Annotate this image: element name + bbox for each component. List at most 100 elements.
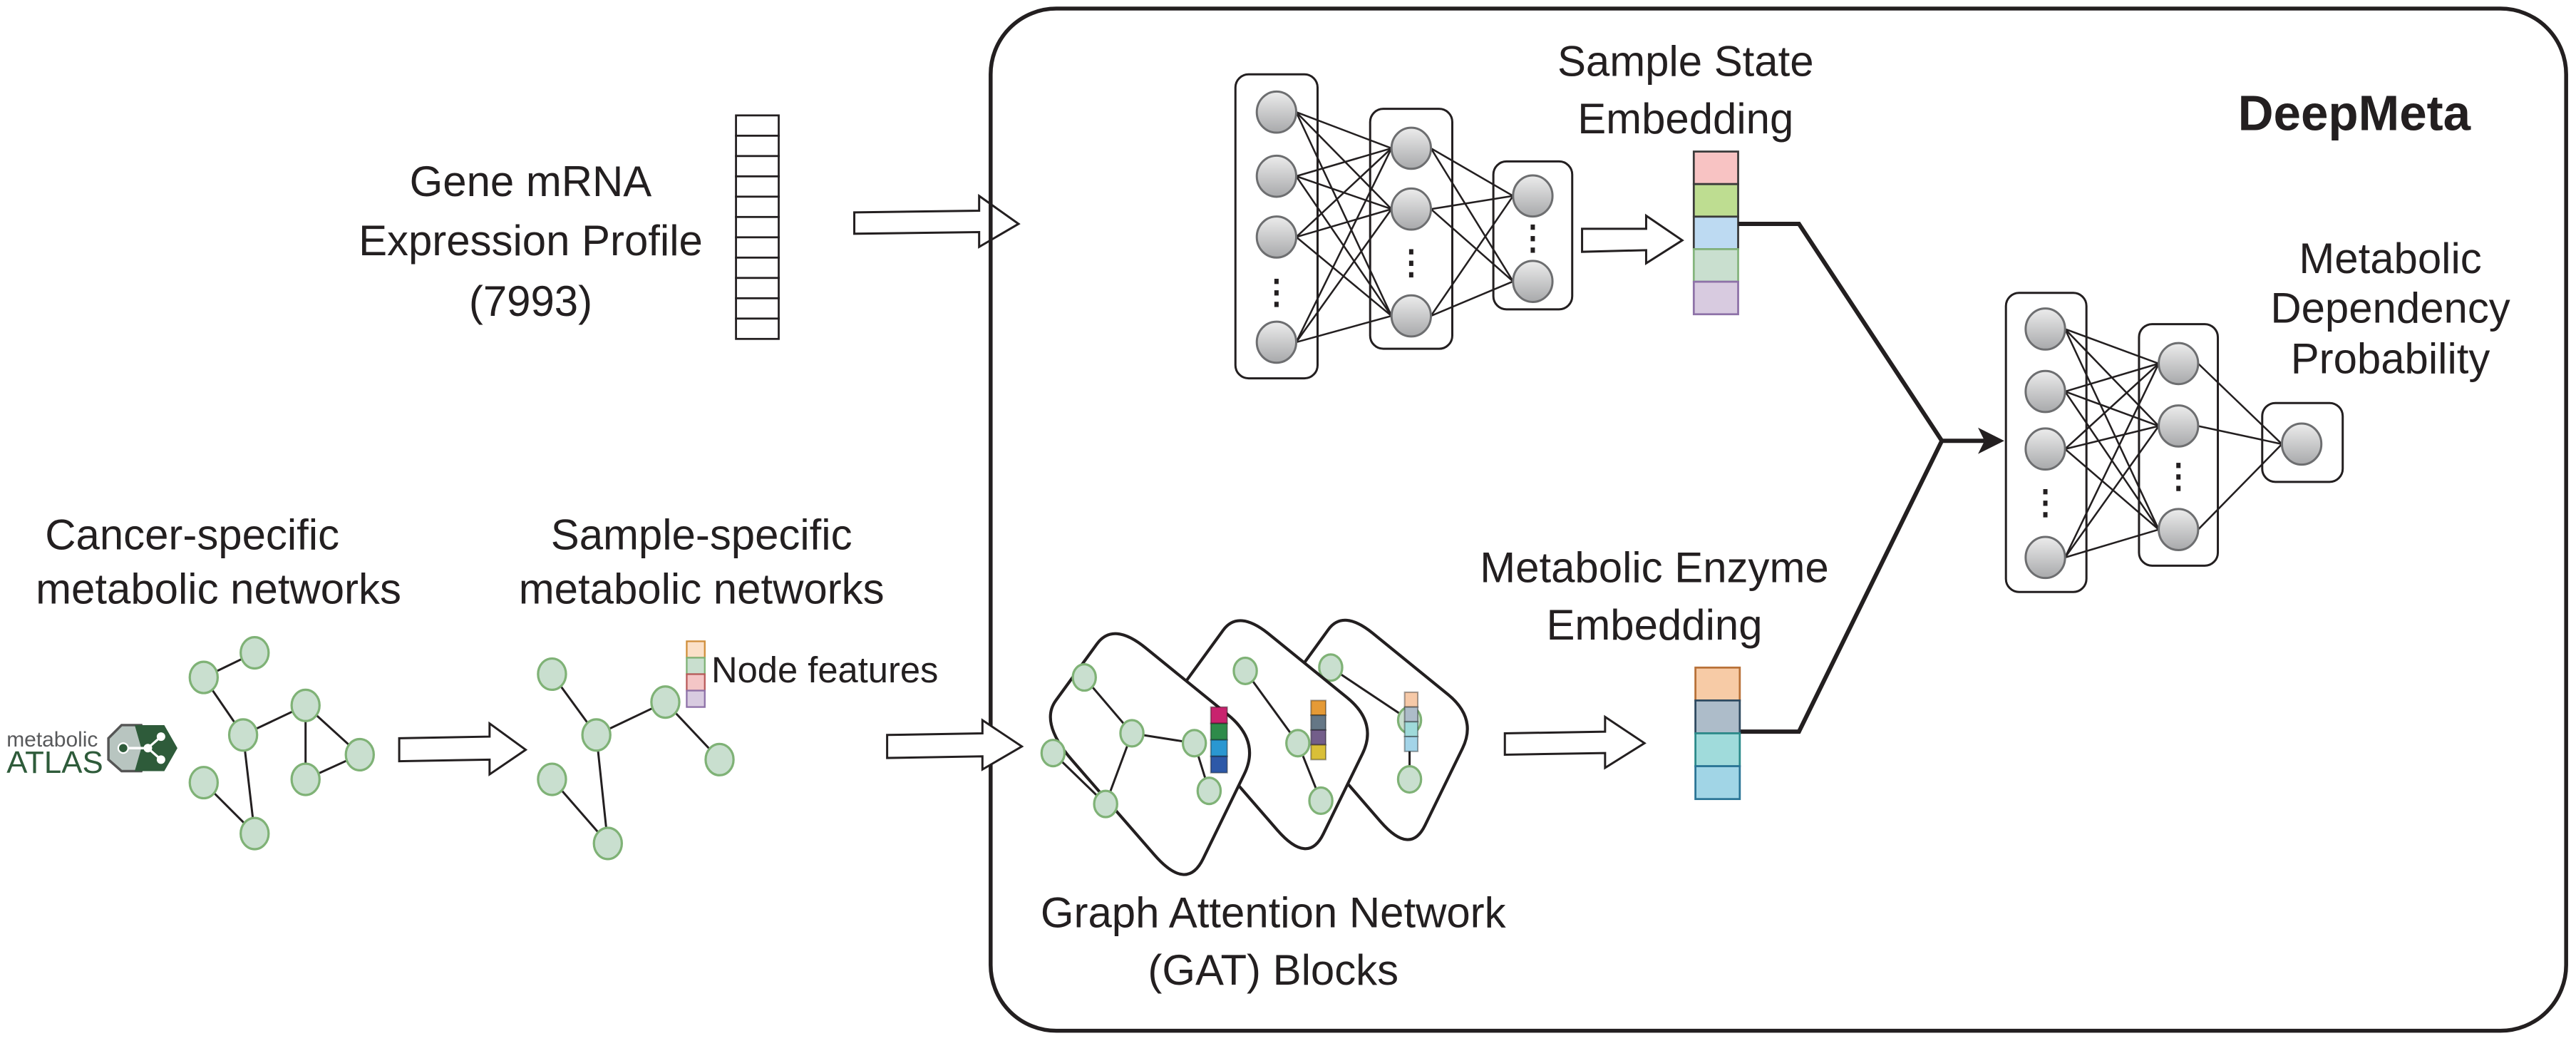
enzyme-embedding-cell bbox=[1694, 699, 1741, 734]
mlp-edges bbox=[2064, 328, 2283, 559]
output-label-line-3: Probability bbox=[2291, 335, 2490, 383]
neuron bbox=[2158, 404, 2200, 448]
graph-node bbox=[1318, 653, 1344, 682]
expression-profile-label: Gene mRNA Expression Profile (7993) bbox=[359, 158, 703, 325]
node-features-vector bbox=[686, 640, 706, 708]
mlp-connection bbox=[2064, 448, 2160, 530]
graph-edge bbox=[595, 734, 609, 844]
mlp-connection bbox=[2064, 363, 2160, 558]
gat-feature-cell bbox=[1210, 722, 1228, 741]
gat-feature-cell bbox=[1403, 736, 1419, 752]
neuron bbox=[2024, 369, 2066, 414]
encoder-to-embedding-arrow bbox=[1581, 213, 1684, 266]
mlp-layer-box bbox=[1234, 73, 1319, 380]
gat-feature-cell bbox=[1310, 699, 1327, 717]
gat-feature-cell bbox=[1403, 721, 1419, 738]
cancer-specific-network-graph bbox=[188, 635, 375, 851]
graph-node bbox=[650, 685, 681, 719]
graph-node bbox=[290, 688, 321, 722]
graph-node bbox=[1285, 729, 1311, 758]
gat-feature-cell bbox=[1310, 744, 1327, 761]
mlp-layer-box bbox=[2261, 401, 2344, 483]
gat-block-3 bbox=[1284, 618, 1469, 841]
cancer-to-sample-arrow bbox=[398, 721, 528, 776]
neuron bbox=[2158, 508, 2200, 551]
mrna-vector-cell bbox=[735, 297, 780, 320]
mlp-connection bbox=[1296, 111, 1392, 150]
sample-embedding-cell bbox=[1692, 280, 1739, 316]
ellipsis-dot bbox=[1530, 224, 1535, 230]
gat-feature-cell bbox=[1403, 691, 1419, 708]
mlp-layer-box bbox=[2004, 292, 2088, 593]
sample-embedding-cell bbox=[1692, 248, 1739, 283]
sample-networks-line-2: metabolic networks bbox=[519, 565, 885, 612]
sample-to-gat-arrow bbox=[886, 718, 1024, 771]
mrna-vector-cell bbox=[735, 277, 780, 299]
mrna-vector-cell bbox=[735, 317, 780, 340]
graph-edge bbox=[1330, 667, 1411, 722]
gat-label-line-1: Graph Attention Network bbox=[1041, 888, 1507, 936]
logo-text-top: metabolic bbox=[6, 728, 98, 752]
neuron bbox=[1255, 154, 1298, 198]
sample-embedding-connector bbox=[1738, 221, 1944, 442]
ellipsis-dot bbox=[2176, 474, 2181, 480]
mlp-connection bbox=[2064, 328, 2160, 530]
enzyme-embedding-connector bbox=[1739, 439, 1944, 734]
enzyme-embedding-vector bbox=[1694, 666, 1741, 801]
output-label: Metabolic Dependency Probability bbox=[2270, 235, 2510, 383]
enzyme-embedding-cell bbox=[1694, 666, 1741, 702]
neuron bbox=[1512, 260, 1554, 303]
gat-block-card bbox=[1049, 632, 1252, 876]
mlp-connection bbox=[2064, 390, 2160, 427]
node-feature-cell bbox=[686, 640, 706, 659]
mlp-connection bbox=[2064, 425, 2159, 450]
mlp-connection bbox=[1430, 195, 1514, 317]
sample-networks-label: Sample-specific metabolic networks bbox=[519, 511, 885, 612]
mlp-layer-box bbox=[1369, 108, 1453, 350]
sample-state-embedding-vector bbox=[1692, 150, 1739, 316]
enzyme-embedding-label: Metabolic Enzyme Embedding bbox=[1480, 543, 1828, 649]
graph-node bbox=[704, 742, 735, 776]
deepmeta-frame bbox=[989, 6, 2568, 1033]
neuron bbox=[1255, 90, 1298, 134]
gat-label: Graph Attention Network (GAT) Blocks bbox=[1041, 888, 1507, 994]
gat-to-embedding-arrow bbox=[1503, 714, 1647, 770]
gat-feature-cell bbox=[1310, 729, 1327, 746]
ellipsis-dot bbox=[1274, 302, 1279, 307]
mlp-connection bbox=[1295, 148, 1393, 238]
expression-label-line-2: Expression Profile bbox=[359, 217, 703, 265]
ellipsis-dot bbox=[1408, 272, 1413, 278]
mrna-expression-vector bbox=[735, 114, 780, 340]
node-feature-cell bbox=[686, 657, 706, 675]
mrna-vector-cell bbox=[735, 195, 780, 218]
metabolic-atlas-logo: metabolic ATLAS bbox=[6, 724, 177, 780]
gat-block-1 bbox=[1040, 632, 1252, 876]
sample-state-embedding-label: Sample State Embedding bbox=[1557, 38, 1814, 143]
gat-label-line-2: (GAT) Blocks bbox=[1148, 946, 1398, 994]
merge-arrowhead-icon bbox=[1978, 427, 2004, 454]
ellipsis-dot bbox=[2043, 488, 2048, 495]
graph-node bbox=[239, 816, 270, 851]
cancer-networks-label: Cancer-specific metabolic networks bbox=[36, 511, 401, 612]
neuron bbox=[2158, 342, 2200, 386]
mrna-vector-cell bbox=[735, 215, 780, 239]
mrna-vector-cell bbox=[735, 155, 780, 178]
output-label-line-2: Dependency bbox=[2270, 284, 2510, 332]
graph-node bbox=[1196, 776, 1222, 806]
neuron bbox=[2024, 427, 2066, 471]
graph-node bbox=[1071, 663, 1097, 692]
node-feature-cell bbox=[686, 689, 706, 708]
mlp-connection bbox=[1296, 208, 1392, 238]
sample-networks-line-1: Sample-specific bbox=[551, 511, 852, 558]
neuron bbox=[2024, 307, 2066, 351]
mlp-connection bbox=[2064, 528, 2159, 559]
gat-feature-cell bbox=[1210, 706, 1228, 724]
neuron bbox=[2024, 535, 2066, 580]
mlp-connection bbox=[1430, 148, 1514, 282]
graph-node bbox=[1232, 656, 1258, 685]
mrna-vector-cell bbox=[735, 114, 780, 137]
ellipsis-dot bbox=[1530, 236, 1535, 242]
expression-to-nn-arrow bbox=[853, 193, 1021, 249]
mlp-connection bbox=[2064, 362, 2159, 393]
